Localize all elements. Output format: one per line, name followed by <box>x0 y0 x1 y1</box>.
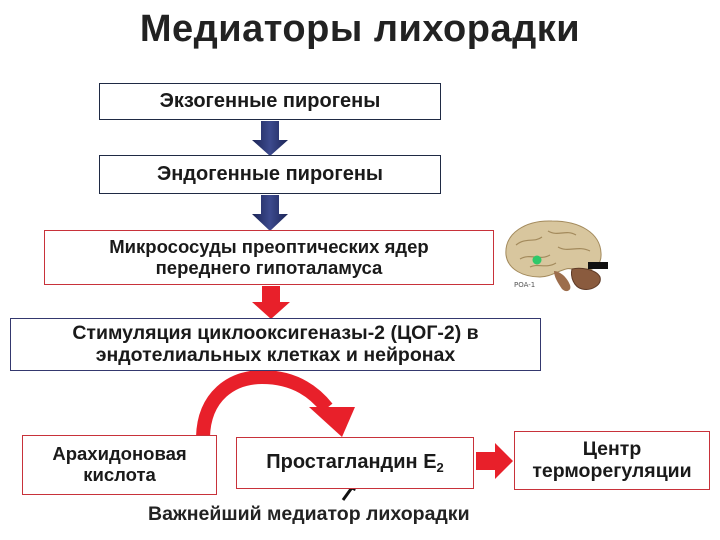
thermoregulation-center-box: Центр терморегуляции <box>514 431 710 490</box>
prostaglandin-text: Простагландин Е <box>266 450 437 473</box>
thermo-center-line1: Центр <box>582 437 642 460</box>
arachidonic-line2: кислота <box>83 464 156 485</box>
brain-illustration <box>505 220 608 292</box>
brain-stem <box>554 271 571 292</box>
prostaglandin-subscript: 2 <box>436 459 444 475</box>
page-title: Медиаторы лихорадки <box>139 8 581 50</box>
thermo-center-line2: терморегуляции <box>532 459 692 482</box>
footnote-main-mediator: Важнейший медиатор лихорадки <box>148 503 470 525</box>
microvessels-box: Микрососуды преоптических ядер переднего… <box>44 230 494 285</box>
arrow-endo-to-micro <box>252 195 288 231</box>
arachidonic-line1: Арахидоновая <box>52 443 187 465</box>
prostaglandin-label: Простагландин Е2 <box>266 451 444 476</box>
cox2-stimulation-box: Стимуляция циклооксигеназы-2 (ЦОГ-2) в э… <box>10 318 541 371</box>
arrow-micro-to-cox <box>252 286 290 319</box>
microvessels-line2: переднего гипоталамуса <box>155 256 383 278</box>
exogenous-pyrogens-label: Экзогенные пирогены <box>159 90 381 113</box>
arachidonic-acid-box: Арахидоновая кислота <box>22 435 217 495</box>
arachidonic-text: Арахидоновая кислота <box>52 444 186 485</box>
poa-marker <box>532 255 542 265</box>
arrow-exo-to-endo <box>252 121 288 156</box>
cox2-line2: эндотелиальных клетках и нейронах <box>95 343 456 366</box>
microvessels-text: Микрососуды преоптических ядер переднего… <box>109 235 429 278</box>
brain-cerebellum <box>571 267 601 290</box>
exogenous-pyrogens-box: Экзогенные пирогены <box>99 83 441 120</box>
brain-image-label: POA-1 <box>514 281 536 289</box>
prostaglandin-box: Простагландин Е2 <box>236 437 474 489</box>
thermo-center-text: Центр терморегуляции <box>532 437 692 483</box>
endogenous-pyrogens-box: Эндогенные пирогены <box>99 155 441 194</box>
microvessels-line1: Микрососуды преоптических ядер <box>109 235 429 257</box>
curved-arrow-head <box>309 407 355 437</box>
scale-bar <box>588 262 608 269</box>
cox2-line1: Стимуляция циклооксигеназы-2 (ЦОГ-2) в <box>72 321 479 344</box>
cox2-text: Стимуляция циклооксигеназы-2 (ЦОГ-2) в э… <box>72 321 479 367</box>
endogenous-pyrogens-label: Эндогенные пирогены <box>156 163 383 186</box>
curved-arrow-arachidonic-to-pg <box>196 369 333 438</box>
arrow-pg-to-center <box>476 443 513 479</box>
